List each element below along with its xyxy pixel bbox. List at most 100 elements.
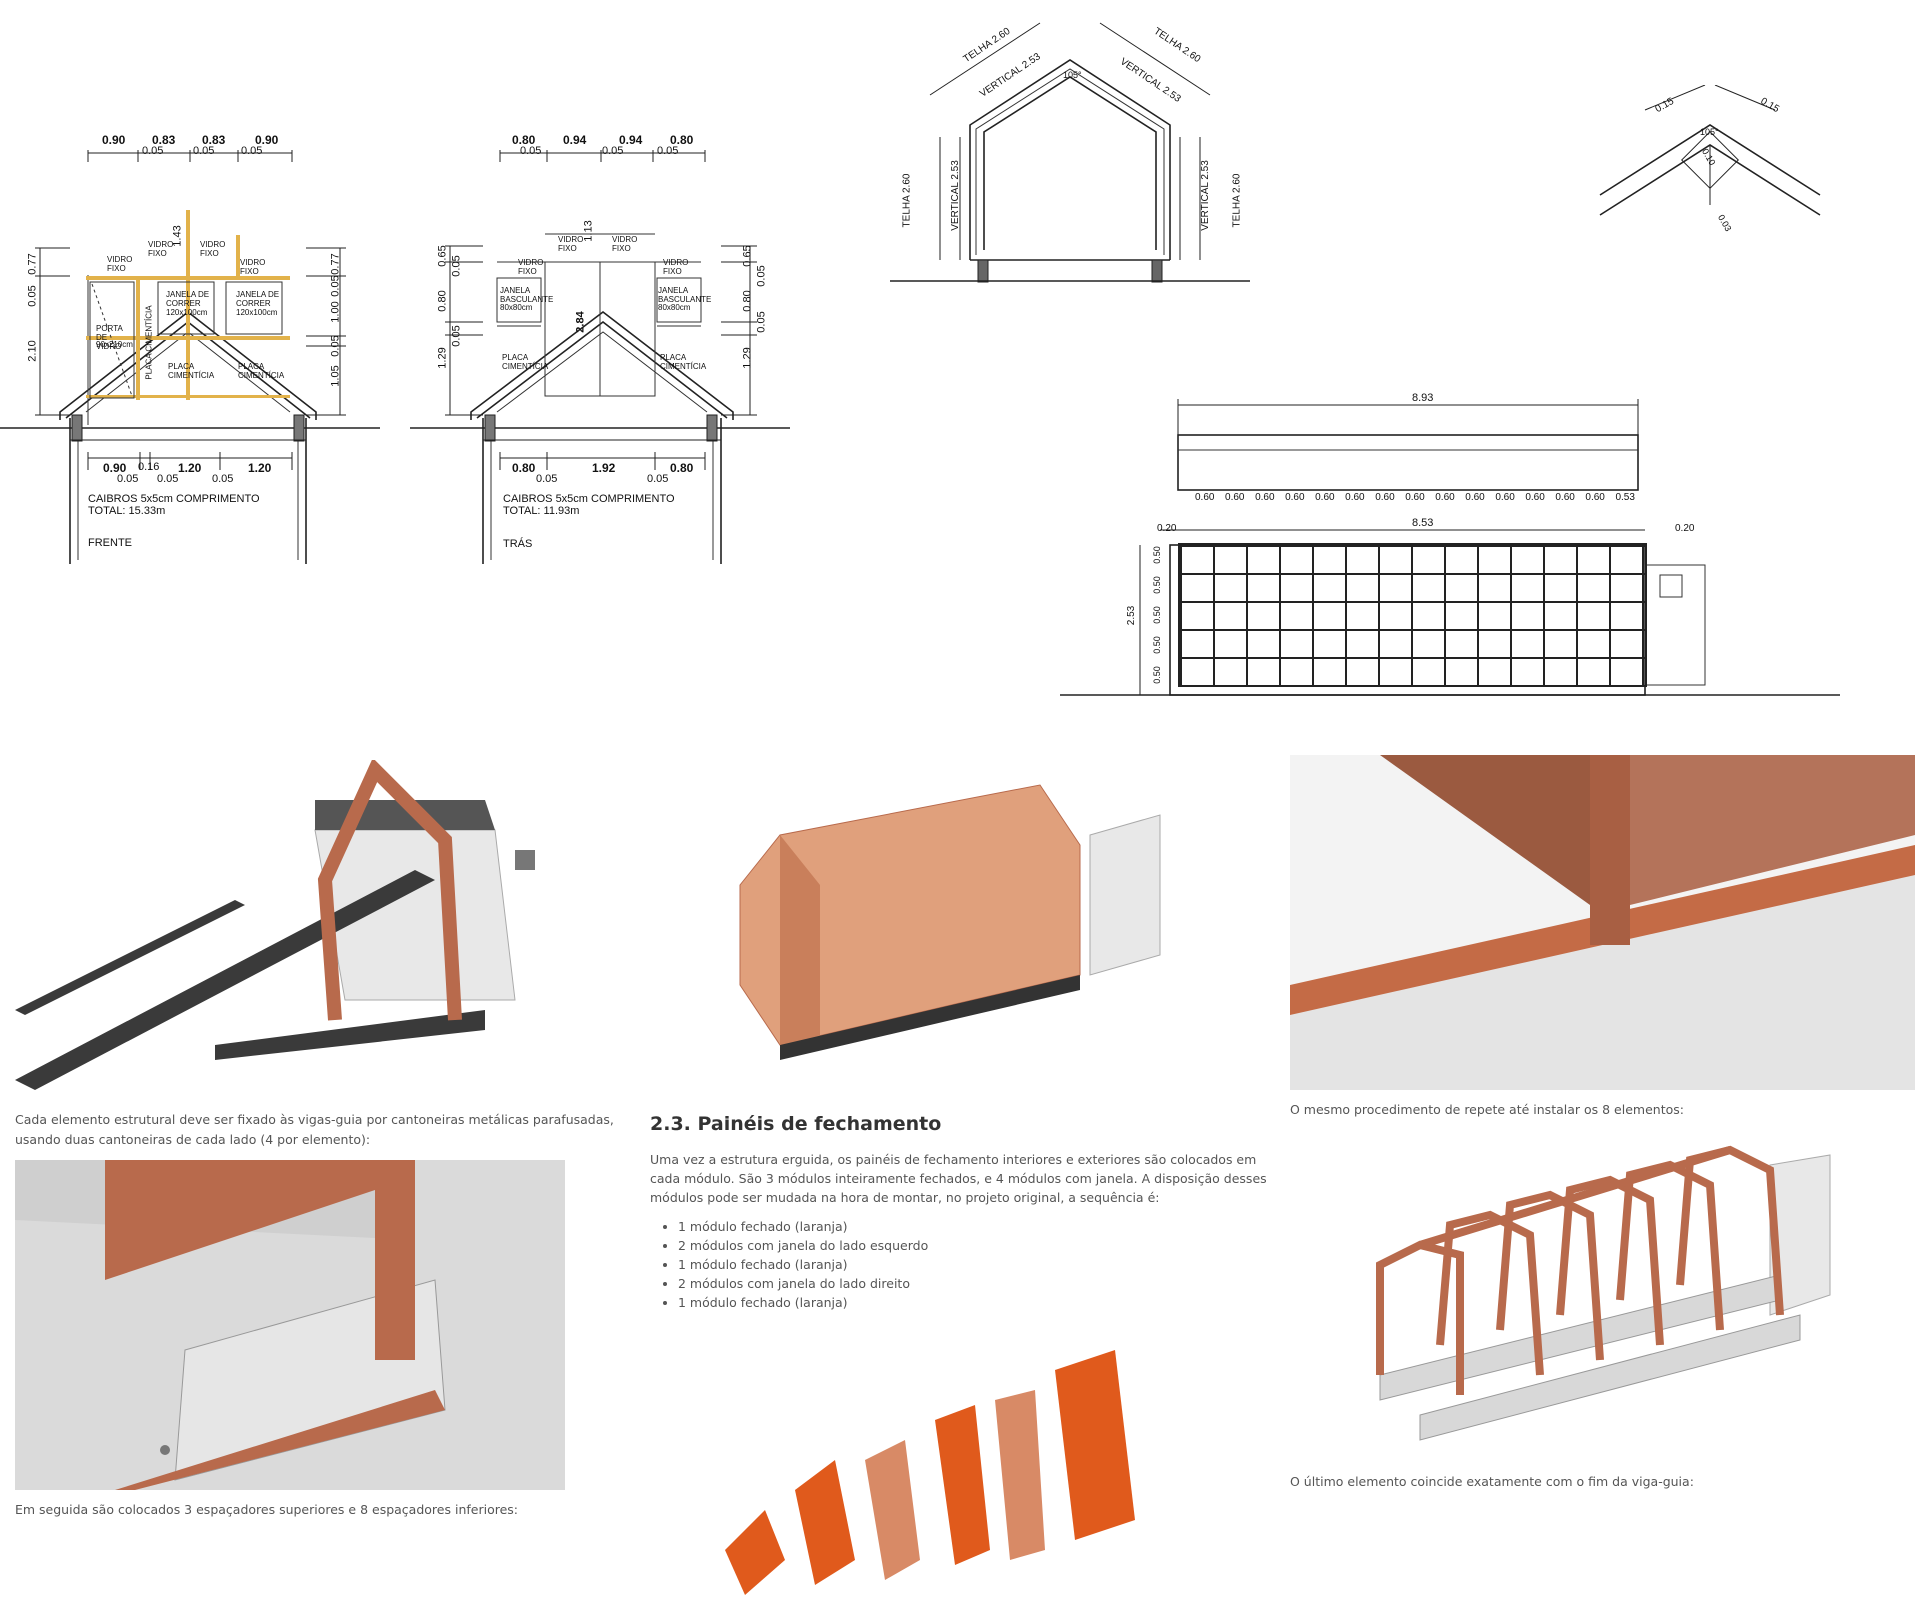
back-right-dim-2: 0.05 <box>755 265 768 287</box>
back-bottom-sub-2: 0.05 <box>647 473 669 485</box>
front-top-dim-1: 0.90 <box>102 133 126 147</box>
back-placa-1: PLACA CIMENTÍCIA <box>502 353 549 371</box>
front-porta: PORTA DE VIDRO <box>96 324 123 351</box>
caption-fix-elements: Cada elemento estrutural deve ser fixado… <box>15 1112 614 1147</box>
list-item: 2 módulos com janela do lado esquerdo <box>678 1236 1278 1255</box>
render-panels-assembled-image <box>720 775 1170 1065</box>
back-panel-vidro-3: VIDRO FIXO <box>518 258 544 276</box>
front-caibros-line2: TOTAL: 15.33m <box>88 505 166 517</box>
module-dim: 0.60 <box>1285 492 1305 503</box>
module-sequence-list: 1 módulo fechado (laranja) 2 módulos com… <box>650 1217 1278 1312</box>
front-top-dim-3: 0.83 <box>202 133 226 147</box>
back-janela-2-size: 80x80cm <box>658 303 691 312</box>
ridge-detail-drawing <box>1590 85 1830 275</box>
front-elevation-drawing <box>0 150 390 570</box>
height-dim: 0.50 <box>1151 546 1162 564</box>
list-item: 1 módulo fechado (laranja) <box>678 1255 1278 1274</box>
front-left-dim-1: 0.77 <box>26 253 39 275</box>
long-height-dims: 0.50 0.50 0.50 0.50 0.50 <box>1148 546 1166 684</box>
section-paragraph: Uma vez a estrutura erguida, os painéis … <box>650 1152 1267 1205</box>
front-left-dim-2: 0.05 <box>26 285 39 307</box>
long-inner-dim: 8.53 <box>1412 517 1434 529</box>
back-left-dim-4: 0.05 <box>450 325 463 347</box>
long-left-dim-2: 2.53 <box>1126 605 1138 626</box>
front-left-dim-3: 2.10 <box>26 340 39 362</box>
front-caibros-line1: CAIBROS 5x5cm COMPRIMENTO <box>88 493 260 505</box>
back-panel-vidro-4: VIDRO FIXO <box>663 258 689 276</box>
back-top-sub-1: 0.05 <box>520 145 542 157</box>
front-janela-2: JANELA DE CORRER <box>236 290 280 308</box>
module-dim: 0.60 <box>1435 492 1455 503</box>
side-left-telha-vertical: TELHA 2.60 <box>901 173 913 228</box>
module-dim: 0.60 <box>1465 492 1485 503</box>
side-section-drawing <box>890 5 1250 290</box>
module-dim: 0.60 <box>1585 492 1605 503</box>
front-janela-1: JANELA DE CORRER <box>166 290 210 308</box>
side-angle: 105° <box>1063 70 1082 80</box>
long-elevation-grid <box>1178 543 1647 687</box>
back-top-dim-4: 0.80 <box>670 133 694 147</box>
back-left-dim-2: 0.05 <box>450 255 463 277</box>
long-elevation-drawing <box>1060 395 1840 705</box>
back-caibros-line1: CAIBROS 5x5cm COMPRIMENTO <box>503 493 675 505</box>
front-bottom-sub-2: 0.05 <box>157 473 179 485</box>
back-bottom-sub-1: 0.05 <box>536 473 558 485</box>
front-right-dim-4: 0.05 <box>329 335 342 357</box>
list-item: 1 módulo fechado (laranja) <box>678 1217 1278 1236</box>
render-first-frame-image <box>15 760 545 1090</box>
front-placa-vertical: PLACA CIMENTÍCIA <box>144 305 154 380</box>
caption-spacers: Em seguida são colocados 3 espaçadores s… <box>15 1502 518 1517</box>
module-dim: 0.60 <box>1405 492 1425 503</box>
back-caibros-line2: TOTAL: 11.93m <box>503 505 580 517</box>
module-dim: 0.60 <box>1375 492 1395 503</box>
module-dim: 0.60 <box>1315 492 1335 503</box>
back-top-dim-3: 0.94 <box>619 133 643 147</box>
height-dim: 0.50 <box>1151 576 1162 594</box>
render-full-frame-image <box>1360 1135 1850 1445</box>
front-bottom-dim-1: 0.90 <box>103 461 127 475</box>
back-elevation-drawing <box>405 150 795 570</box>
front-bottom-sub-3: 0.05 <box>212 473 234 485</box>
front-right-dim-2: 0.05 <box>329 275 342 297</box>
front-bottom-dim-4: 1.20 <box>248 461 272 475</box>
front-bottom-dim-3: 1.20 <box>178 461 202 475</box>
back-panel-vidro-2: VIDRO FIXO <box>612 235 638 253</box>
module-dim: 0.60 <box>1525 492 1545 503</box>
front-top-sub-1: 0.05 <box>142 145 164 157</box>
module-dim: 0.60 <box>1225 492 1245 503</box>
back-panel-vidro-1: VIDRO FIXO <box>558 235 584 253</box>
module-dim: 0.60 <box>1495 492 1515 503</box>
list-item: 1 módulo fechado (laranja) <box>678 1293 1278 1312</box>
side-left-vertical-vertical: VERTICAL 2.53 <box>949 160 961 231</box>
front-top-sub-2: 0.05 <box>193 145 215 157</box>
render-exploded-panels-image <box>725 1330 1155 1610</box>
front-bottom-sub-1: 0.05 <box>117 473 139 485</box>
front-porta-size: 90x210cm <box>96 340 133 349</box>
back-janela-1: JANELA BASCULANTE <box>500 286 554 304</box>
back-bottom-dim-1: 0.80 <box>512 461 536 475</box>
back-right-dim-3: 0.80 <box>741 290 754 312</box>
long-right-dim: 0.20 <box>1675 523 1695 534</box>
back-top-sub-2: 0.05 <box>602 145 624 157</box>
back-bottom-dim-2: 1.92 <box>592 461 616 475</box>
front-placa-2: PLACA CIMENTÍCIA <box>238 362 285 380</box>
back-right-dim-5: 1.29 <box>741 347 754 369</box>
back-right-dim-1: 0.65 <box>741 245 754 267</box>
ridge-angle: 105° <box>1700 127 1719 137</box>
back-bottom-dim-3: 0.80 <box>670 461 694 475</box>
side-right-telha-vertical: TELHA 2.60 <box>1231 173 1243 228</box>
back-top-dim-1: 0.80 <box>512 133 536 147</box>
module-dim: 0.60 <box>1345 492 1365 503</box>
front-right-dim-3: 1.00 <box>329 301 342 323</box>
height-dim: 0.50 <box>1151 606 1162 624</box>
module-dim: 0.53 <box>1615 492 1635 503</box>
caption-last-element: O último elemento coincide exatamente co… <box>1290 1474 1694 1489</box>
long-total-dim: 8.93 <box>1412 392 1434 404</box>
back-placa-2: PLACA CIMENTÍCIA <box>660 353 707 371</box>
back-janela-2: JANELA BASCULANTE <box>658 286 712 304</box>
height-dim: 0.50 <box>1151 666 1162 684</box>
back-left-dim-3: 0.80 <box>436 290 449 312</box>
long-module-dims-row: 0.60 0.60 0.60 0.60 0.60 0.60 0.60 0.60 … <box>1195 492 1635 503</box>
caption-repeat-elements: O mesmo procedimento de repete até insta… <box>1290 1102 1684 1117</box>
front-view-label: FRENTE <box>88 537 132 549</box>
